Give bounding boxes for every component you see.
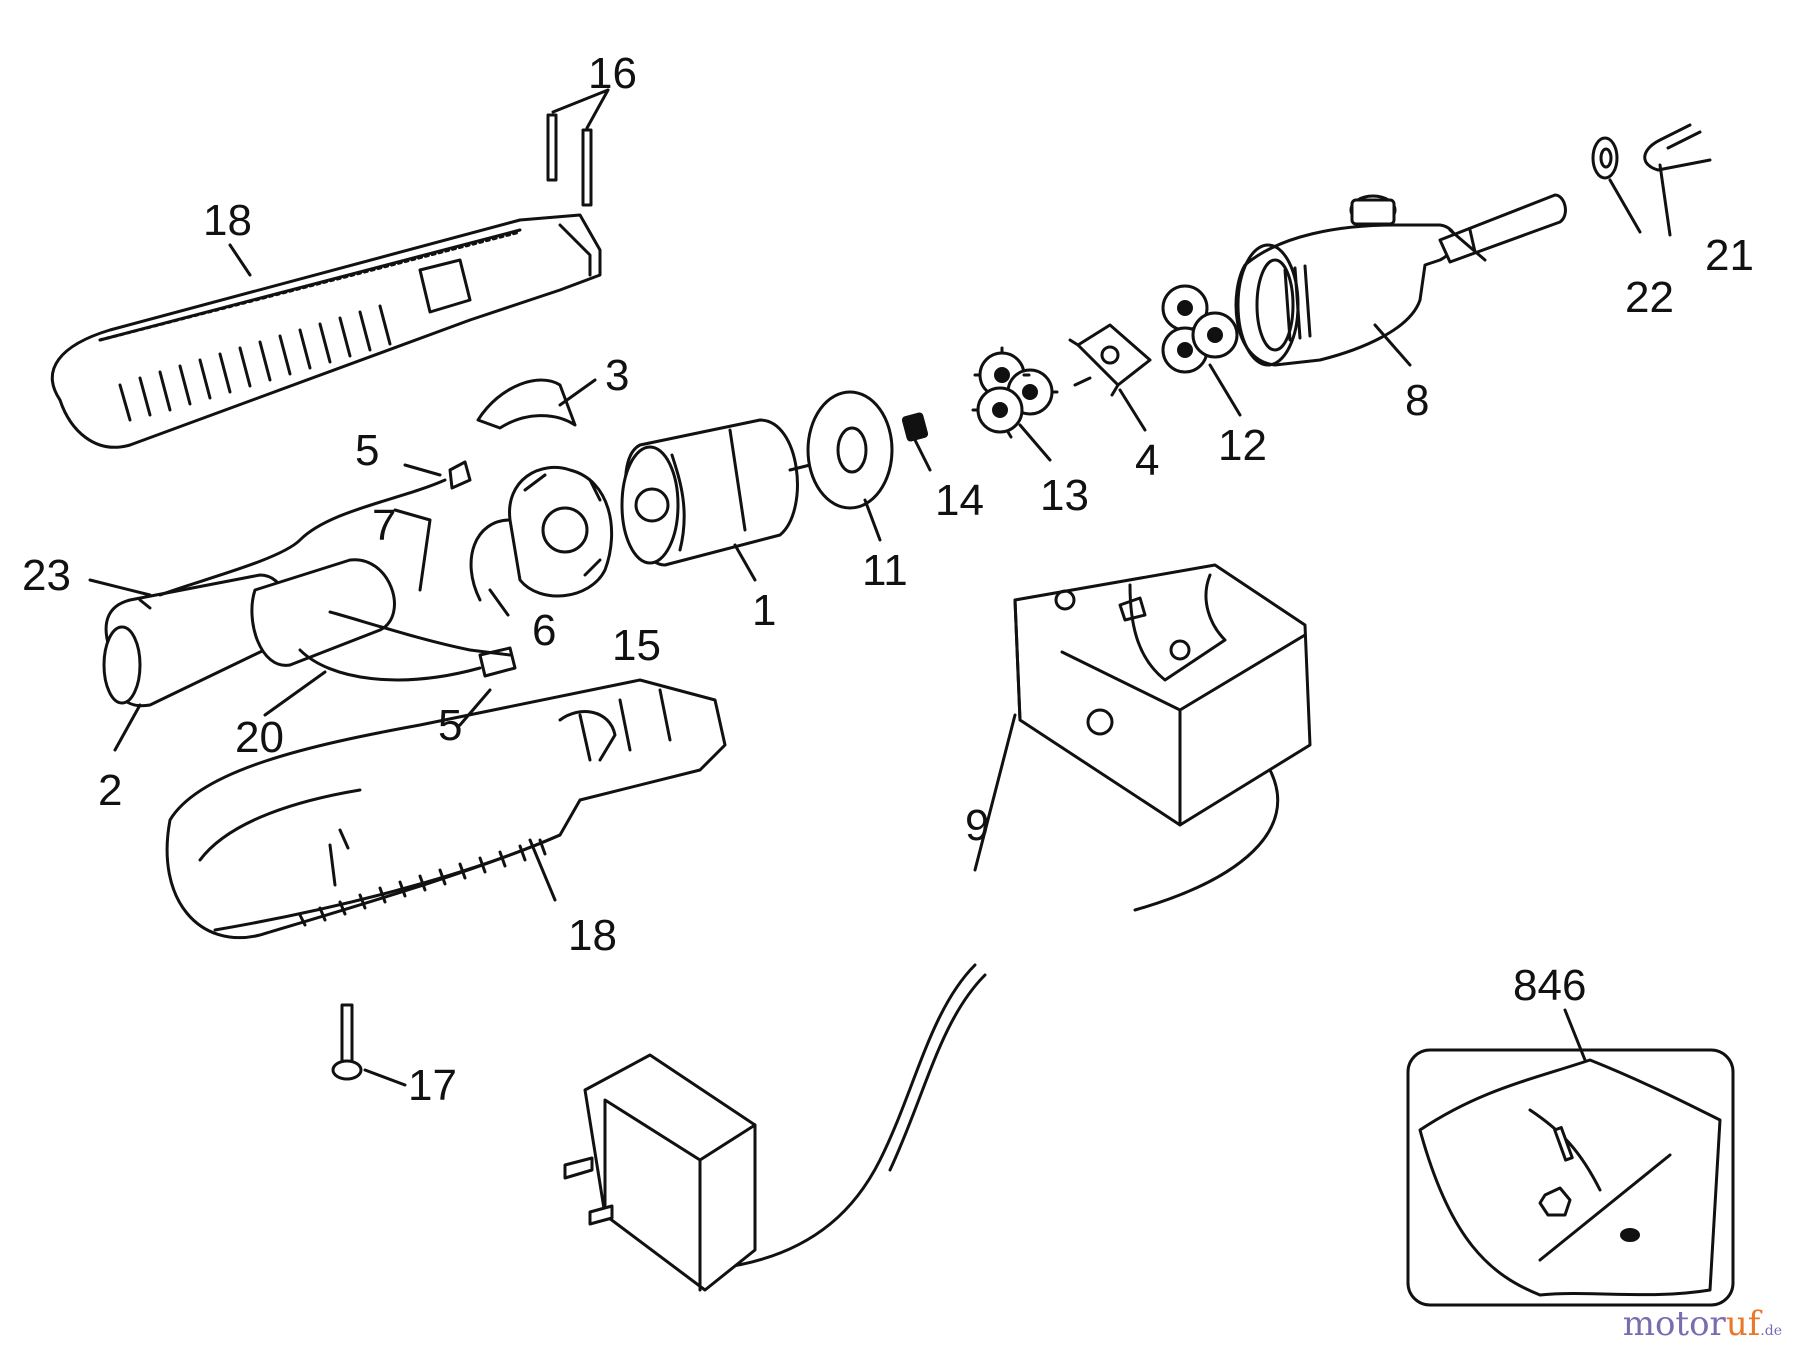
callout-1: 1	[752, 586, 776, 635]
callout-9: 9	[965, 801, 989, 850]
brush-holder	[508, 465, 613, 598]
callout-17: 17	[408, 1061, 457, 1110]
callout-18-upper: 18	[203, 196, 252, 245]
leader-lines	[88, 163, 1672, 1062]
planet-carrier	[1068, 323, 1152, 397]
switch-cap	[476, 378, 597, 430]
callout-846: 846	[1513, 961, 1586, 1010]
callout-7: 7	[372, 501, 396, 550]
lower-housing-vents	[298, 838, 547, 927]
callout-20: 20	[235, 713, 284, 762]
callout-5-lower: 5	[438, 701, 462, 750]
callout-15: 15	[612, 621, 661, 670]
pins	[546, 88, 610, 207]
callout-4: 4	[1135, 436, 1159, 485]
callout-22: 22	[1625, 273, 1674, 322]
planet-gears-rear	[1161, 284, 1239, 374]
callout-23: 23	[22, 551, 71, 600]
gear-housing	[1234, 193, 1567, 367]
retaining-washer	[1591, 136, 1619, 180]
callout-21: 21	[1705, 231, 1754, 280]
hardware-kit-inset	[1406, 1048, 1735, 1307]
washer	[806, 390, 894, 510]
watermark-accent: uf	[1725, 1304, 1761, 1344]
callout-13: 13	[1040, 471, 1089, 520]
planet-gears-front	[971, 346, 1059, 439]
watermark-tld: .de	[1760, 1323, 1782, 1339]
motoruf-watermark-logo: motoruf.de	[1623, 1304, 1782, 1344]
battery-assembly	[102, 460, 517, 708]
charging-stand	[1013, 563, 1312, 912]
screw	[331, 1003, 407, 1087]
callout-12: 12	[1218, 421, 1267, 470]
callout-5-upper: 5	[355, 426, 379, 475]
callout-8: 8	[1405, 376, 1429, 425]
callout-18-lower: 18	[568, 911, 617, 960]
charger-adapter	[563, 963, 987, 1292]
pinion	[901, 412, 929, 442]
callout-11: 11	[862, 546, 908, 595]
callout-3: 3	[605, 351, 629, 400]
lower-housing	[165, 678, 727, 940]
callout-6: 6	[532, 606, 556, 655]
callout-14: 14	[935, 476, 984, 525]
motor	[620, 418, 812, 567]
upper-housing-vents	[118, 304, 392, 422]
callout-16: 16	[588, 49, 637, 98]
upper-housing	[50, 213, 602, 449]
callout-2: 2	[98, 766, 122, 815]
retaining-clip	[1643, 123, 1712, 172]
watermark-main: motor	[1622, 1304, 1726, 1344]
callouts: 16 18 3 5 23 6 15 1 11 14 13 4 12 8 22 2…	[22, 49, 1754, 1110]
